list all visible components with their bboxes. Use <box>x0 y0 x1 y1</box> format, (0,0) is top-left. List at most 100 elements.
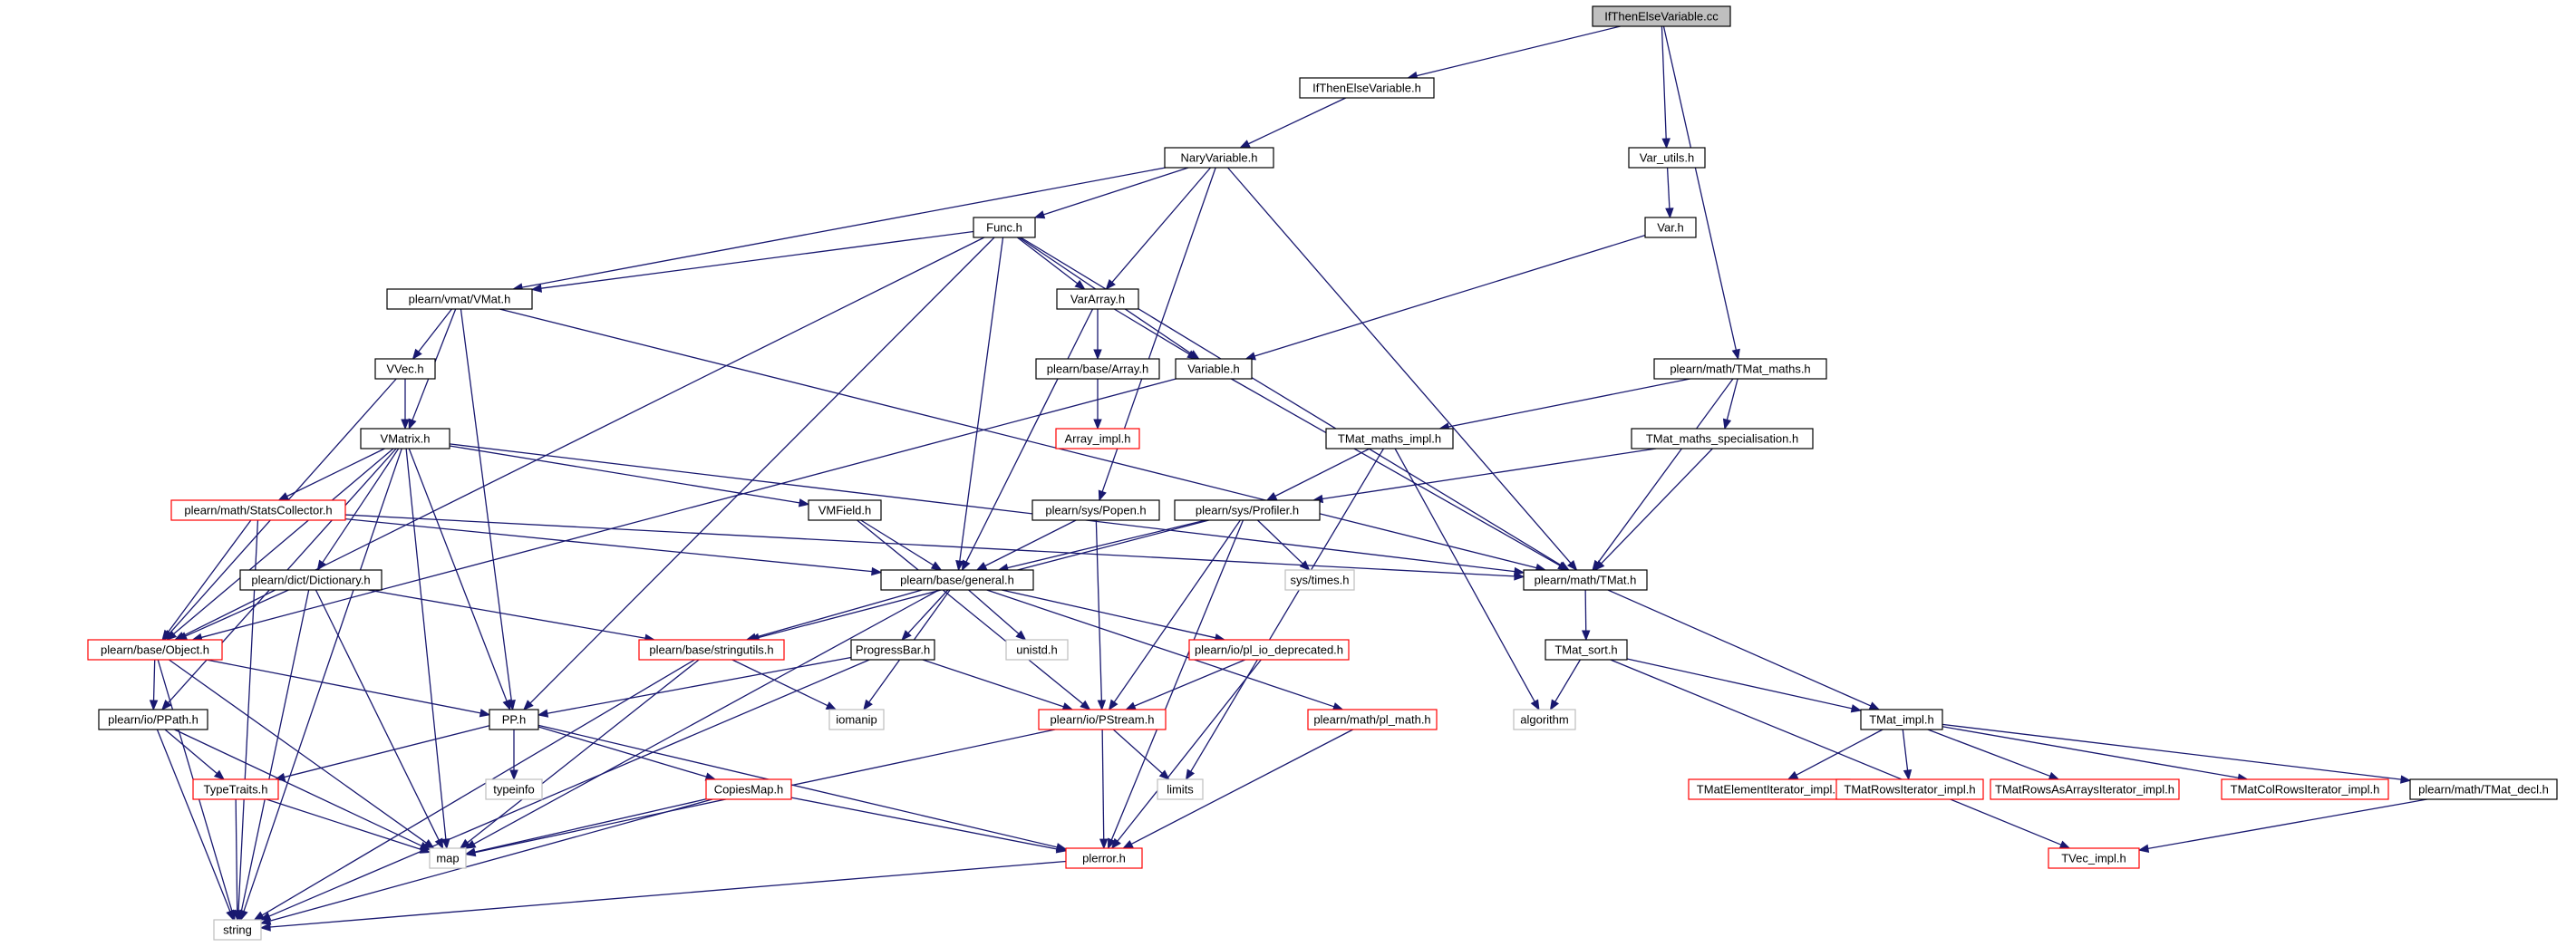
node-stringutils[interactable]: plearn/base/stringutils.h <box>638 639 785 661</box>
nodes-layer: IfThenElseVariable.ccIfThenElseVariable.… <box>87 5 2558 941</box>
edge-plmath-to-plerror <box>1122 729 1354 849</box>
edge-profiler-to-systimes <box>1256 519 1311 571</box>
edge-func-to-pph <box>523 237 995 710</box>
edge-tmatmaths-to-tmmimpl <box>1438 378 1690 431</box>
node-label: plearn/math/pl_math.h <box>1313 713 1430 727</box>
node-typetraits[interactable]: TypeTraits.h <box>192 778 279 800</box>
edge-vmfield-to-general <box>860 519 943 571</box>
node-copiesmap[interactable]: CopiesMap.h <box>705 778 792 800</box>
node-label: Array_impl.h <box>1065 432 1131 446</box>
node-label: plearn/io/pl_io_deprecated.h <box>1195 643 1343 657</box>
node-variable[interactable]: Variable.h <box>1175 358 1253 380</box>
node-label: plearn/vmat/VMat.h <box>409 293 511 306</box>
node-label: plearn/math/TMat_decl.h <box>2418 783 2549 797</box>
node-label: TMat_maths_impl.h <box>1338 432 1441 446</box>
node-label: plearn/math/StatsCollector.h <box>184 504 332 517</box>
node-plerror[interactable]: plerror.h <box>1065 847 1143 869</box>
node-ifh[interactable]: IfThenElseVariable.h <box>1299 77 1435 99</box>
node-tmat[interactable]: plearn/math/TMat.h <box>1523 569 1648 591</box>
node-tmrai[interactable]: TMatRowsAsArraysIterator_impl.h <box>1990 778 2180 800</box>
node-pph[interactable]: PP.h <box>489 709 539 730</box>
edge-general-to-unistd <box>968 589 1027 641</box>
edge-typetraits-to-map <box>266 798 431 854</box>
node-label: TMatColRowsIterator_impl.h <box>2231 783 2380 797</box>
node-vmatrix[interactable]: VMatrix.h <box>360 428 450 449</box>
node-tmatimpl[interactable]: TMat_impl.h <box>1860 709 1943 730</box>
node-popen[interactable]: plearn/sys/Popen.h <box>1031 499 1160 521</box>
node-label: TMat_impl.h <box>1869 713 1934 727</box>
edge-vmatrix-to-object <box>166 448 394 641</box>
edge-vmatrix-to-vmfield <box>449 445 810 507</box>
node-string: string <box>213 919 262 941</box>
edge-copiesmap-to-plerror <box>790 797 1068 854</box>
node-tvecimpl[interactable]: TVec_impl.h <box>2048 847 2140 869</box>
edge-tmat-to-tmatimpl <box>1607 589 1881 710</box>
node-tmatdecl[interactable]: plearn/math/TMat_decl.h <box>2409 778 2558 800</box>
node-profiler[interactable]: plearn/sys/Profiler.h <box>1174 499 1321 521</box>
edge-dict-to-stringutils <box>368 589 656 643</box>
edge-popen-to-pstream <box>1095 519 1107 711</box>
edge-nary-to-vararray <box>1105 167 1212 291</box>
node-general[interactable]: plearn/base/general.h <box>880 569 1034 591</box>
node-tmmimpl[interactable]: TMat_maths_impl.h <box>1325 428 1454 449</box>
node-ppath[interactable]: plearn/io/PPath.h <box>98 709 208 730</box>
node-tmmspec[interactable]: TMat_maths_specialisation.h <box>1631 428 1814 449</box>
node-tmatmaths[interactable]: plearn/math/TMat_maths.h <box>1653 358 1827 380</box>
edge-progress-to-pph <box>537 656 852 718</box>
node-tmei[interactable]: TMatElementIterator_impl.h <box>1688 778 1851 800</box>
edge-pph-to-typeinfo <box>509 730 518 781</box>
edge-tmmimpl-to-profiler <box>1265 448 1370 501</box>
edge-tmatsort-to-tvecimpl <box>1610 659 2071 849</box>
node-varh[interactable]: Var.h <box>1644 217 1697 238</box>
edge-vararray-to-variable <box>1113 308 1198 360</box>
node-tmri[interactable]: TMatRowsIterator_impl.h <box>1835 778 1984 800</box>
edge-pph-to-copiesmap <box>537 726 717 781</box>
node-root[interactable]: IfThenElseVariable.cc <box>1592 5 1731 27</box>
node-vararray[interactable]: VarArray.h <box>1056 288 1139 310</box>
node-pstream[interactable]: plearn/io/PStream.h <box>1038 709 1167 730</box>
edge-root-to-ifh <box>1406 25 1621 81</box>
node-statscol[interactable]: plearn/math/StatsCollector.h <box>170 499 346 521</box>
node-label: sys/times.h <box>1290 574 1349 587</box>
node-dict[interactable]: plearn/dict/Dictionary.h <box>239 569 383 591</box>
edge-statscol-to-tmat <box>344 514 1525 581</box>
node-varutils[interactable]: Var_utils.h <box>1628 147 1706 169</box>
node-label: NaryVariable.h <box>1180 151 1257 165</box>
edge-tmatmaths-to-tmmspec <box>1722 378 1738 430</box>
node-nary[interactable]: NaryVariable.h <box>1164 147 1274 169</box>
node-tmci[interactable]: TMatColRowsIterator_impl.h <box>2221 778 2389 800</box>
node-label: iomanip <box>836 713 877 727</box>
edge-vvec-to-vmatrix <box>401 379 410 430</box>
edge-vmat-to-vvec <box>412 308 452 361</box>
node-plio[interactable]: plearn/io/pl_io_deprecated.h <box>1188 639 1350 661</box>
node-progress[interactable]: ProgressBar.h <box>850 639 935 661</box>
node-func[interactable]: Func.h <box>973 217 1036 238</box>
edge-func-to-general <box>955 237 1004 572</box>
node-tmatsort[interactable]: TMat_sort.h <box>1545 639 1628 661</box>
node-label: plearn/io/PStream.h <box>1051 713 1155 727</box>
edge-func-to-vmat <box>530 230 974 293</box>
node-object[interactable]: plearn/base/Object.h <box>87 639 223 661</box>
node-label: VVec.h <box>386 362 423 376</box>
node-label: TMat_maths_specialisation.h <box>1646 432 1798 446</box>
node-arrayimpl[interactable]: Array_impl.h <box>1055 428 1140 449</box>
node-label: IfThenElseVariable.h <box>1312 82 1421 95</box>
edge-nary-to-vmat <box>511 167 1167 292</box>
edge-vararray-to-arrayh <box>1093 309 1102 361</box>
node-plmath[interactable]: plearn/math/pl_math.h <box>1307 709 1438 730</box>
node-label: TypeTraits.h <box>203 783 267 797</box>
edge-nary-to-popen <box>1098 167 1216 502</box>
node-label: VarArray.h <box>1070 293 1125 306</box>
node-arrayh[interactable]: plearn/base/Array.h <box>1035 358 1160 380</box>
edge-func-to-vararray <box>1016 237 1086 290</box>
node-vvec[interactable]: VVec.h <box>374 358 436 380</box>
edge-profiler-to-plerror <box>1108 519 1244 850</box>
edge-copiesmap-to-map <box>464 798 707 856</box>
node-label: plearn/math/TMat.h <box>1535 574 1637 587</box>
node-vmfield[interactable]: VMField.h <box>808 499 882 521</box>
node-vmat[interactable]: plearn/vmat/VMat.h <box>386 288 533 310</box>
node-label: limits <box>1167 783 1194 797</box>
edge-object-to-map <box>169 659 435 849</box>
edge-vmfield-to-pstream <box>857 519 1091 710</box>
edge-popen-to-general <box>975 519 1077 571</box>
